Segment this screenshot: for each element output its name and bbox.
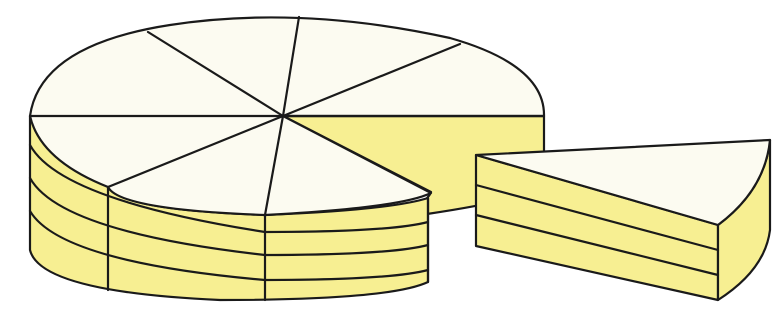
main-cake	[30, 17, 544, 300]
removed-slice	[476, 140, 770, 300]
